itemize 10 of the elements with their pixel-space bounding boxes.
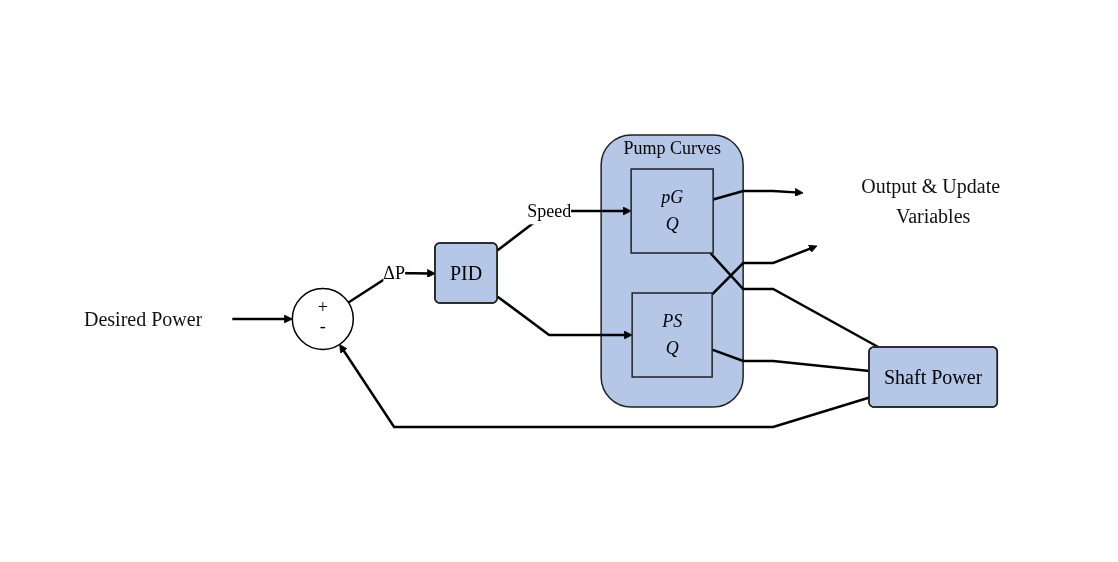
arrow	[497, 295, 633, 340]
node-text: Desired Power	[84, 308, 203, 330]
node-text: Output & Update Variables	[861, 175, 1001, 227]
node-box: PS Q	[631, 292, 714, 378]
connector	[709, 252, 881, 349]
arrow	[713, 188, 804, 201]
node-circle: + -	[292, 287, 355, 351]
arrow	[711, 244, 818, 296]
edge-label: Speed	[527, 200, 572, 221]
edge-label: ΔP	[383, 262, 406, 283]
